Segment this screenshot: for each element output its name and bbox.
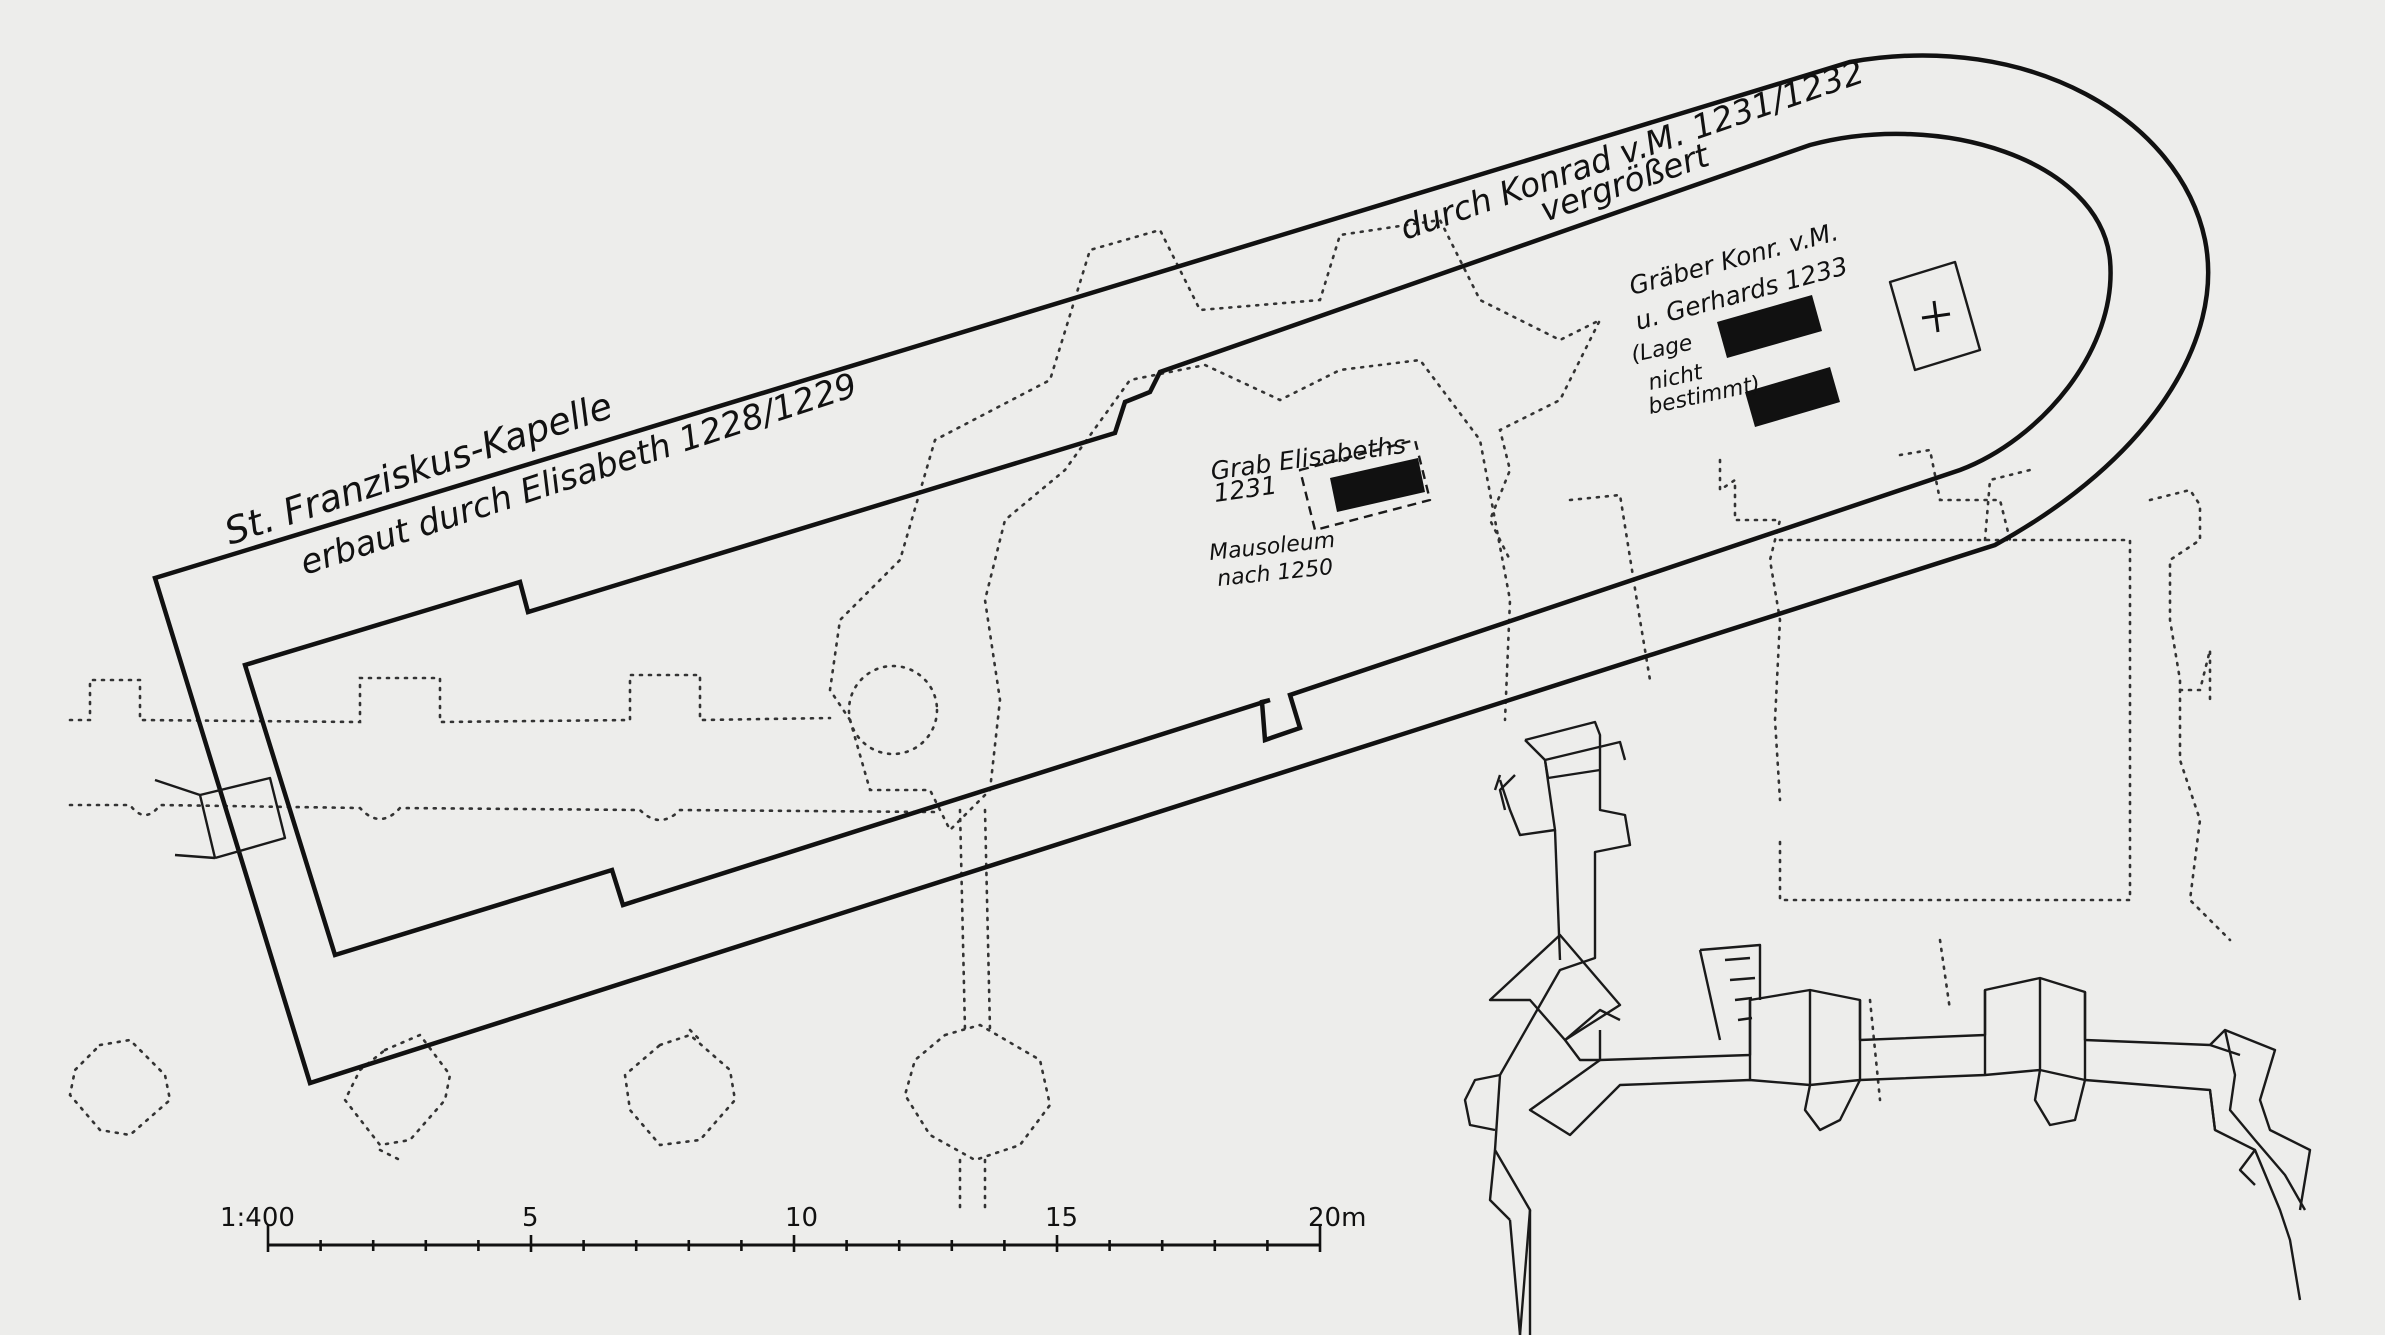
scale-label-10: 10 bbox=[785, 1203, 818, 1233]
cross-icon bbox=[1921, 300, 1951, 333]
scale-ratio: 1:400 bbox=[220, 1203, 295, 1233]
scale-bar: 1:400 5 10 15 20m bbox=[220, 1203, 1366, 1252]
mausoleum-outline bbox=[1298, 438, 1432, 532]
scale-label-15: 15 bbox=[1045, 1203, 1078, 1233]
scale-label-5: 5 bbox=[522, 1203, 539, 1233]
chapel-walls bbox=[152, 53, 2211, 1086]
labels: St. Franziskus-Kapelle erbaut durch Elis… bbox=[219, 52, 1868, 592]
tomb-elisabeth bbox=[1330, 458, 1425, 512]
tombs bbox=[1298, 260, 1982, 532]
tomb-gerhard bbox=[1745, 367, 1840, 427]
church-outline-dotted bbox=[68, 218, 2232, 1212]
altar bbox=[1888, 260, 1982, 372]
tomb-konrad bbox=[1717, 295, 1822, 358]
church-walls-solid bbox=[1463, 720, 2312, 1335]
scale-label-20m: 20m bbox=[1308, 1203, 1366, 1233]
